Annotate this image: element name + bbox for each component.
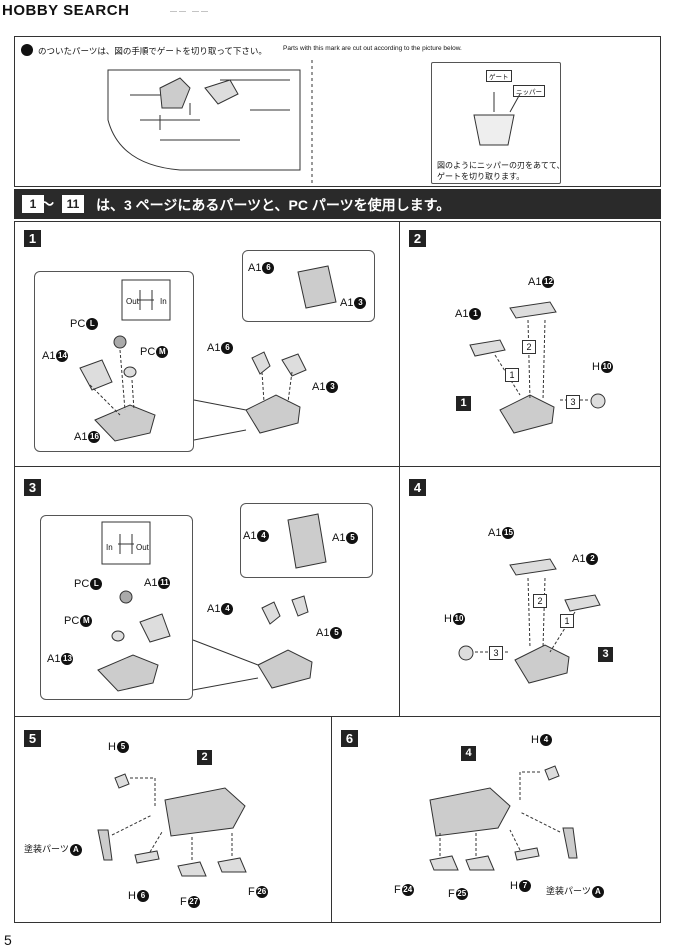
notice-jp-text: のついたパーツは、図の手順でゲートを切り取って下さい。 <box>38 46 267 56</box>
gate-part-a <box>159 77 191 109</box>
step4-body <box>514 644 570 684</box>
ref-part-3: 3 <box>598 647 613 662</box>
label-out-step3: Out <box>136 543 149 552</box>
banner-from-num: 1 <box>22 195 44 213</box>
step2-body <box>499 394 555 434</box>
step-number-1: 1 <box>24 230 41 247</box>
label-in-step1: In <box>160 297 167 306</box>
step-number-4: 4 <box>409 479 426 496</box>
parts-banner <box>14 189 661 219</box>
inset-caption: 図のようにニッパーの刃をあてて、 ゲートを切り取ります。 <box>437 161 565 181</box>
label-out-step1: Out <box>126 297 139 306</box>
step3-body <box>257 649 313 689</box>
order-tag-1-step4: 1 <box>560 614 574 628</box>
step-number-2: 2 <box>409 230 426 247</box>
step-number-6: 6 <box>341 730 358 747</box>
order-tag-2-step4: 2 <box>533 594 547 608</box>
ref-part-2: 2 <box>197 750 212 765</box>
step5-body <box>164 787 246 837</box>
order-tag-3: 3 <box>566 395 580 409</box>
banner-tilde: ～ <box>40 196 54 212</box>
step1-callout-body <box>94 404 156 442</box>
ref-part-4: 4 <box>461 746 476 761</box>
step6-body <box>429 787 511 837</box>
order-tag-3-step4: 3 <box>489 646 503 660</box>
gate-mark-icon <box>21 44 33 56</box>
step-number-3: 3 <box>24 479 41 496</box>
notice-en-text: Parts with this mark are cut out accordi… <box>283 45 462 52</box>
runner-frame <box>107 69 301 171</box>
running-head: —— —— <box>170 8 210 15</box>
gate-tag: ゲート <box>486 70 512 82</box>
top-bar <box>0 0 675 22</box>
page-number: 5 <box>4 932 12 948</box>
banner-text: は、3 ページにあるパーツと、PC パーツを使用します。 <box>96 197 451 213</box>
ref-part-1: 1 <box>456 396 471 411</box>
step1-body <box>245 394 301 434</box>
banner-to-num: 11 <box>62 195 84 213</box>
order-tag-1: 1 <box>505 368 519 382</box>
label-in-step3: In <box>106 543 113 552</box>
gate-part-b <box>204 79 239 105</box>
nipper-tag: ニッパー <box>513 85 545 97</box>
site-logo[interactable]: HOBBY SEARCH <box>2 2 130 19</box>
step-number-5: 5 <box>24 730 41 747</box>
order-tag-2: 2 <box>522 340 536 354</box>
